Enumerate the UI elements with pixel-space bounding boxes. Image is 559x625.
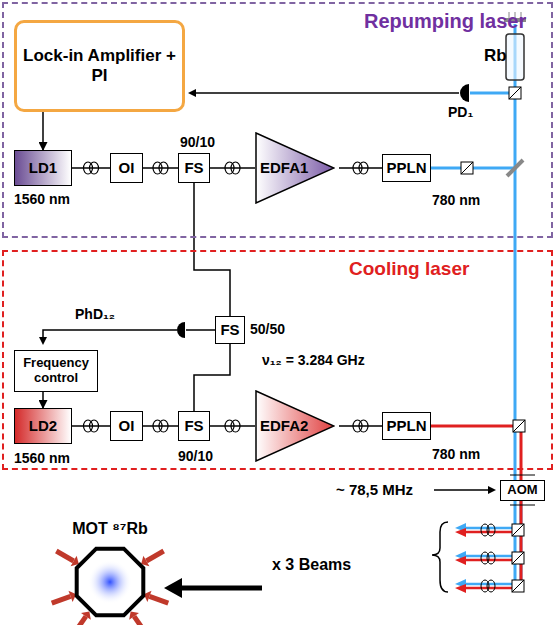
node-heading: MOT ⁸⁷Rb xyxy=(62,520,158,538)
fiber-connector xyxy=(72,425,110,427)
fiber-coil xyxy=(159,162,168,174)
annotation-label: x 3 Beams xyxy=(272,556,351,574)
mot-chamber: MOT ⁸⁷Rb xyxy=(62,520,158,620)
laser-diode: LD2 xyxy=(14,408,72,444)
component-box: Frequency control xyxy=(14,350,98,392)
fiber-coil xyxy=(359,162,368,174)
fiber-coil xyxy=(159,420,168,432)
fiber-connector xyxy=(339,167,382,169)
fiber-coil xyxy=(90,420,99,432)
annotation-label: 1560 nm xyxy=(14,450,70,466)
component-box: OI xyxy=(110,153,143,183)
component-box: AOM xyxy=(500,480,545,501)
laser-diode: LD1 xyxy=(14,150,72,186)
component-box: OI xyxy=(110,411,143,441)
node-label: EDFA2 xyxy=(260,417,308,434)
lockin-box: Lock-in Amplifier + PI xyxy=(14,20,185,112)
node-heading: Repumping laser xyxy=(364,10,526,33)
component-box: PPLN xyxy=(382,412,431,440)
node-label: EDFA1 xyxy=(260,159,308,176)
node-label: OI xyxy=(119,159,135,176)
node-label: OI xyxy=(119,417,135,434)
node-label: LD2 xyxy=(29,417,57,434)
node-label: FS xyxy=(184,159,203,176)
node-label: Lock-in Amplifier + PI xyxy=(17,46,182,85)
fiber-connector xyxy=(194,344,230,411)
fiber-connector xyxy=(143,167,178,169)
node-label: LD1 xyxy=(29,159,57,176)
annotation-label: 780 nm xyxy=(432,446,480,462)
component-box: FS xyxy=(215,316,245,344)
component-box: FS xyxy=(178,411,210,441)
fiber-coil xyxy=(359,420,368,432)
annotation-label: 90/10 xyxy=(180,134,215,150)
fiber-connector xyxy=(210,167,255,169)
node-label: AOM xyxy=(507,483,537,498)
fiber-connector xyxy=(72,167,110,169)
fiber-connector xyxy=(42,112,44,150)
node-label: Frequency control xyxy=(15,356,97,386)
node-label: PPLN xyxy=(386,417,426,434)
node-label: FS xyxy=(220,321,239,338)
fiber-connector xyxy=(143,425,178,427)
amplifier-triangle: EDFA2 xyxy=(255,390,339,462)
annotation-label: ν₁₂ = 3.284 GHz xyxy=(262,352,365,368)
annotation-label: 50/50 xyxy=(250,321,285,337)
component-box: PPLN xyxy=(382,154,431,182)
node-label: FS xyxy=(184,417,203,434)
fiber-connector xyxy=(339,425,382,427)
fiber-connector xyxy=(210,425,255,427)
annotation-label: ~ 78,5 MHz xyxy=(336,481,413,498)
annotation-label: 1560 nm xyxy=(14,191,70,207)
fiber-coil xyxy=(90,162,99,174)
node-label: PPLN xyxy=(386,159,426,176)
annotation-label: PhD₁₂ xyxy=(75,306,115,322)
component-box: FS xyxy=(178,153,210,183)
annotation-label: Rb xyxy=(484,46,507,66)
fiber-coil xyxy=(231,420,240,432)
node-heading: Cooling laser xyxy=(349,258,469,280)
annotation-label: 780 nm xyxy=(432,192,480,208)
fiber-connector xyxy=(42,392,44,408)
annotation-label: 90/10 xyxy=(178,448,213,464)
fiber-coil xyxy=(231,162,240,174)
amplifier-triangle: EDFA1 xyxy=(255,132,339,204)
annotation-label: PD₁ xyxy=(448,104,473,120)
